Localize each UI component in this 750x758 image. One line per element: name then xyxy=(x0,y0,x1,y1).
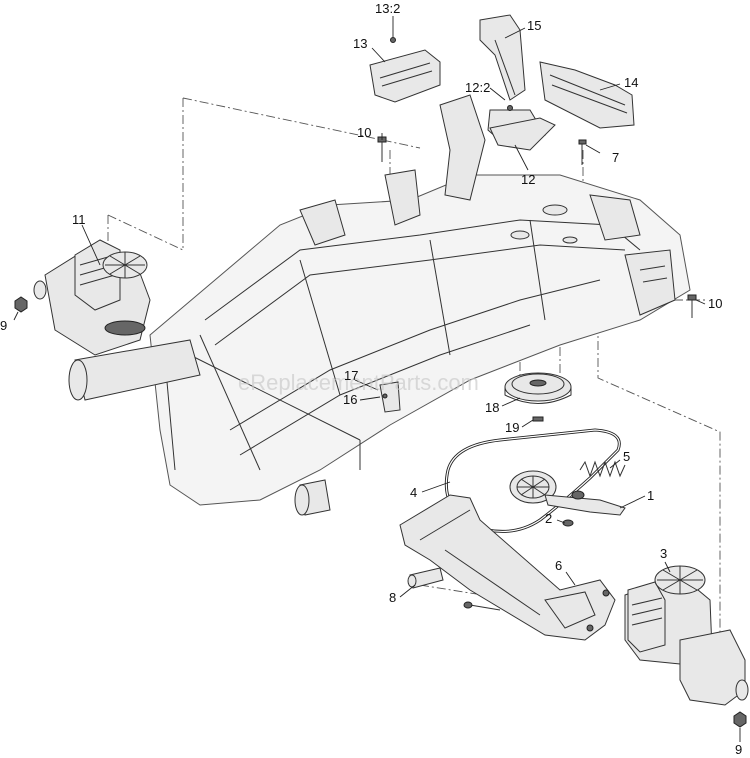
pin-8 xyxy=(407,567,444,589)
callout-6: 6 xyxy=(555,558,562,573)
watermark: eReplacementParts.com xyxy=(238,370,479,395)
bracket-16-17 xyxy=(379,381,401,413)
callout-8: 8 xyxy=(389,590,396,605)
callout-1: 1 xyxy=(647,488,654,503)
callout-12-2: 12:2 xyxy=(465,80,490,95)
transmission-11 xyxy=(33,239,151,356)
callout-18: 18 xyxy=(485,400,499,415)
callout-10-right: 10 xyxy=(708,296,722,311)
callout-2: 2 xyxy=(545,511,552,526)
leader-lines xyxy=(13,16,741,742)
key-19 xyxy=(532,416,544,422)
callout-10-top: 10 xyxy=(357,125,371,140)
transmission-3 xyxy=(624,565,749,706)
callout-13: 13 xyxy=(353,36,367,51)
callout-19: 19 xyxy=(505,420,519,435)
front-axle-tubes xyxy=(68,339,331,516)
pin-7 xyxy=(578,139,587,165)
nut-9-top xyxy=(14,296,28,313)
bolt-lower xyxy=(463,601,501,611)
callout-7: 7 xyxy=(612,150,619,165)
bracket-12 xyxy=(489,105,556,151)
shield-15 xyxy=(479,14,526,101)
pulley-18 xyxy=(504,372,572,404)
spring-5 xyxy=(579,460,626,478)
bolt-10-top xyxy=(377,136,387,162)
main-frame xyxy=(149,94,691,506)
bolt-10-right xyxy=(687,294,697,318)
callout-9-top: 9 xyxy=(0,318,7,333)
callout-11: 11 xyxy=(72,212,86,227)
shield-14 xyxy=(539,61,635,129)
callout-3: 3 xyxy=(660,546,667,561)
callout-14: 14 xyxy=(624,75,638,90)
callout-12: 12 xyxy=(521,172,535,187)
callout-5: 5 xyxy=(623,449,630,464)
callout-4: 4 xyxy=(410,485,417,500)
callout-17: 17 xyxy=(344,368,358,383)
idler-arm-1 xyxy=(544,490,626,516)
shield-13 xyxy=(369,37,441,103)
nut-9-bottom xyxy=(733,711,747,728)
callout-13-2: 13:2 xyxy=(375,1,400,16)
bolt-2 xyxy=(562,519,574,527)
callout-9-bottom: 9 xyxy=(735,742,742,757)
fan-3 xyxy=(654,565,706,595)
callout-15: 15 xyxy=(527,18,541,33)
mount-plate-6 xyxy=(399,494,616,641)
callout-16: 16 xyxy=(343,392,357,407)
fan-11 xyxy=(102,251,148,279)
